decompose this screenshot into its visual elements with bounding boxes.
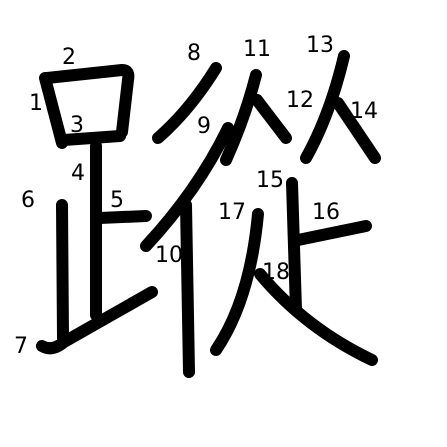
stroke-8 [152, 62, 222, 144]
stroke-14 [332, 97, 381, 164]
stroke-2 [41, 64, 135, 138]
stroke-13 [300, 50, 350, 164]
stroke-number-5: 5 [110, 188, 124, 213]
stroke-1 [39, 72, 68, 149]
stroke-number-13: 13 [306, 33, 334, 58]
stroke-number-4: 4 [71, 161, 85, 186]
stroke-15 [286, 177, 302, 316]
stroke-number-6: 6 [21, 188, 35, 213]
stroke-18 [254, 268, 378, 366]
stroke-number-17: 17 [218, 200, 246, 225]
stroke-5 [94, 210, 152, 224]
stroke-number-2: 2 [62, 45, 76, 70]
stroke-12 [251, 94, 292, 144]
stroke-number-14: 14 [350, 99, 378, 124]
stroke-number-8: 8 [187, 41, 201, 66]
stroke-number-10: 10 [155, 243, 183, 268]
stroke-number-1: 1 [29, 91, 43, 116]
stroke-order-numbers: 1 2 3 4 5 6 7 8 9 10 11 12 13 14 15 16 1… [14, 33, 378, 359]
stroke-number-18: 18 [262, 260, 290, 285]
stroke-9 [140, 122, 234, 252]
stroke-number-12: 12 [286, 88, 314, 113]
stroke-number-16: 16 [312, 200, 340, 225]
stroke-number-3: 3 [70, 113, 84, 138]
character-strokes [36, 50, 381, 378]
stroke-10 [180, 199, 195, 378]
stroke-11 [220, 69, 262, 166]
stroke-17 [210, 208, 264, 356]
stroke-16 [292, 220, 372, 246]
stroke-number-9: 9 [197, 114, 211, 139]
stroke-number-7: 7 [14, 334, 28, 359]
stroke-6 [56, 199, 69, 344]
stroke-number-15: 15 [256, 168, 284, 193]
stroke-number-11: 11 [243, 37, 271, 62]
stroke-7 [36, 286, 158, 355]
stroke-3 [58, 130, 126, 146]
